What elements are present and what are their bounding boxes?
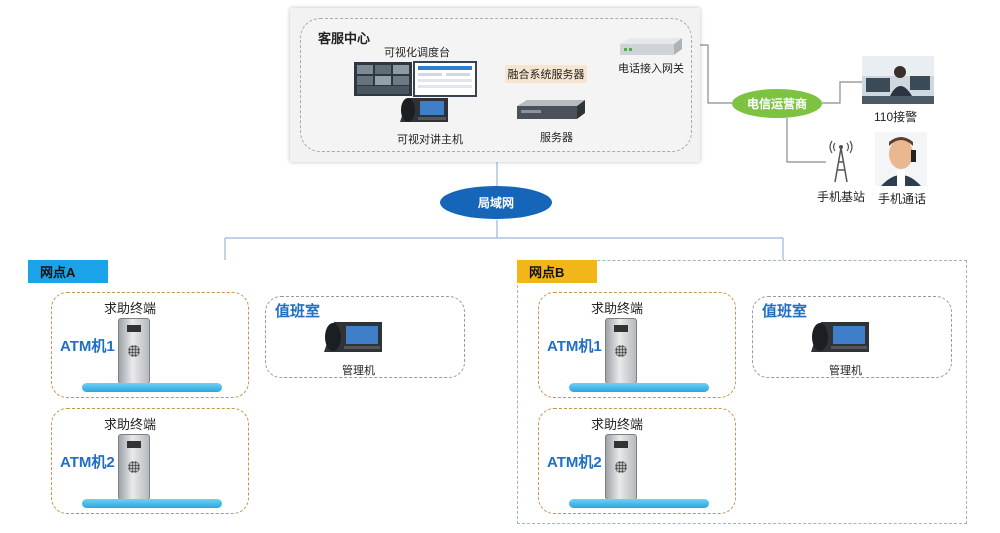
site-a-help-terminal-2-icon [118, 434, 150, 500]
fusion-server-label: 融合系统服务器 [505, 65, 587, 83]
site-a-terminal-1-title: 求助终端 [104, 301, 157, 316]
site-b-management-phone-icon [811, 322, 869, 352]
site-a-management-phone-icon [324, 322, 382, 352]
site-b-atm-2-label: ATM机2 [547, 454, 602, 471]
site-b-terminal-2-group [538, 408, 736, 514]
site-b-terminal-1-group [538, 292, 736, 398]
site-b-tag: 网点B [517, 260, 597, 283]
site-b-terminal-2-title: 求助终端 [591, 417, 644, 432]
server-icon [517, 100, 585, 119]
telecom-operator-node: 电信运营商 [732, 89, 822, 118]
site-a-atm-1-label: ATM机1 [60, 338, 115, 355]
site-a-help-terminal-1-icon [118, 318, 150, 384]
site-a-terminal-1-group [51, 292, 249, 398]
site-a-duty-room-title: 值班室 [275, 303, 321, 320]
intercom-host-icon [400, 98, 448, 122]
site-b-duty-room-title: 值班室 [762, 303, 808, 320]
site-a-atm-2-label: ATM机2 [60, 454, 115, 471]
link-telecom-basestation [786, 118, 826, 163]
lan-node: 局域网 [440, 186, 552, 219]
base-station-icon [829, 140, 853, 183]
site-b-group [517, 260, 967, 524]
site-a-duty-room-group [265, 296, 465, 378]
customer-center-title: 客服中心 [318, 31, 371, 46]
site-a-tag: 网点A [28, 260, 108, 283]
dispatch-console-label: 可视化调度台 [384, 47, 450, 59]
police-110-label: 110接警 [874, 110, 918, 124]
site-b-atm-2-bar [569, 499, 709, 508]
site-b-atm-1-label: ATM机1 [547, 338, 602, 355]
gateway-label: 电话接入网关 [618, 63, 684, 75]
mobile-call-photo [875, 132, 927, 186]
site-a-atm-2-bar [82, 499, 222, 508]
gateway-icon [620, 38, 682, 55]
site-b-atm-1-bar [569, 383, 709, 392]
site-b-terminal-1-title: 求助终端 [591, 301, 644, 316]
base-station-label: 手机基站 [817, 190, 866, 204]
site-a-management-label: 管理机 [342, 365, 375, 377]
mobile-call-label: 手机通话 [878, 192, 927, 206]
link-telecom-110 [822, 81, 862, 104]
police-110-photo [862, 56, 934, 104]
dispatch-console-icon [354, 61, 477, 97]
site-a-terminal-2-title: 求助终端 [104, 417, 157, 432]
site-b-duty-room-group [752, 296, 952, 378]
site-b-help-terminal-2-icon [605, 434, 637, 500]
intercom-host-label: 可视对讲主机 [397, 134, 463, 146]
site-b-management-label: 管理机 [829, 365, 862, 377]
site-a-atm-1-bar [82, 383, 222, 392]
site-a-terminal-2-group [51, 408, 249, 514]
site-b-help-terminal-1-icon [605, 318, 637, 384]
server-label: 服务器 [540, 132, 573, 144]
